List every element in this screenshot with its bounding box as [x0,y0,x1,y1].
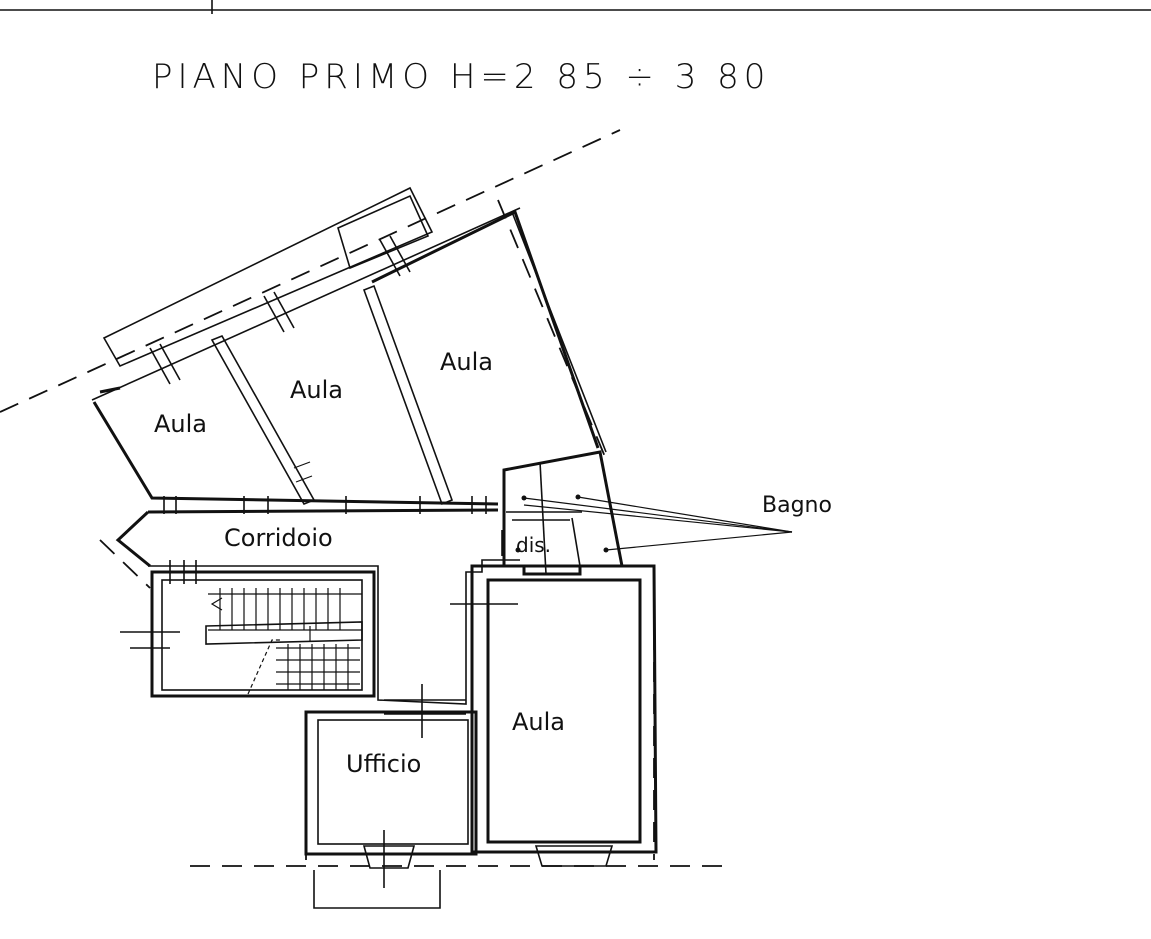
facade-lines [0,129,621,465]
window-marks [120,235,503,888]
room-label-aula-2: Aula [290,376,343,404]
stair-treads-lower [210,597,360,695]
partition-walls [210,284,454,506]
room-label-dis: dis. [516,533,551,557]
corridor-walls [147,508,520,705]
exterior-walls [92,209,600,589]
room-label-aula-1: Aula [154,410,207,438]
plan-title: PIANO PRIMO H=2 85 ÷ 3 80 [152,57,770,97]
balconies [102,186,434,368]
room-label-ufficio: Ufficio [346,750,421,778]
room-label-bagno: Bagno [762,493,832,518]
ufficio-walls [304,699,478,860]
room-label-aula-4: Aula [512,708,565,736]
ground-line [190,845,728,909]
bagno-leaders [523,496,793,551]
stair-landing [205,621,363,645]
room-label-corridoio: Corridoio [224,524,333,552]
room-label-aula-3: Aula [440,348,493,376]
stair-well [150,570,376,698]
title-block-frame [0,0,1151,14]
lower-aula-walls [450,564,658,860]
